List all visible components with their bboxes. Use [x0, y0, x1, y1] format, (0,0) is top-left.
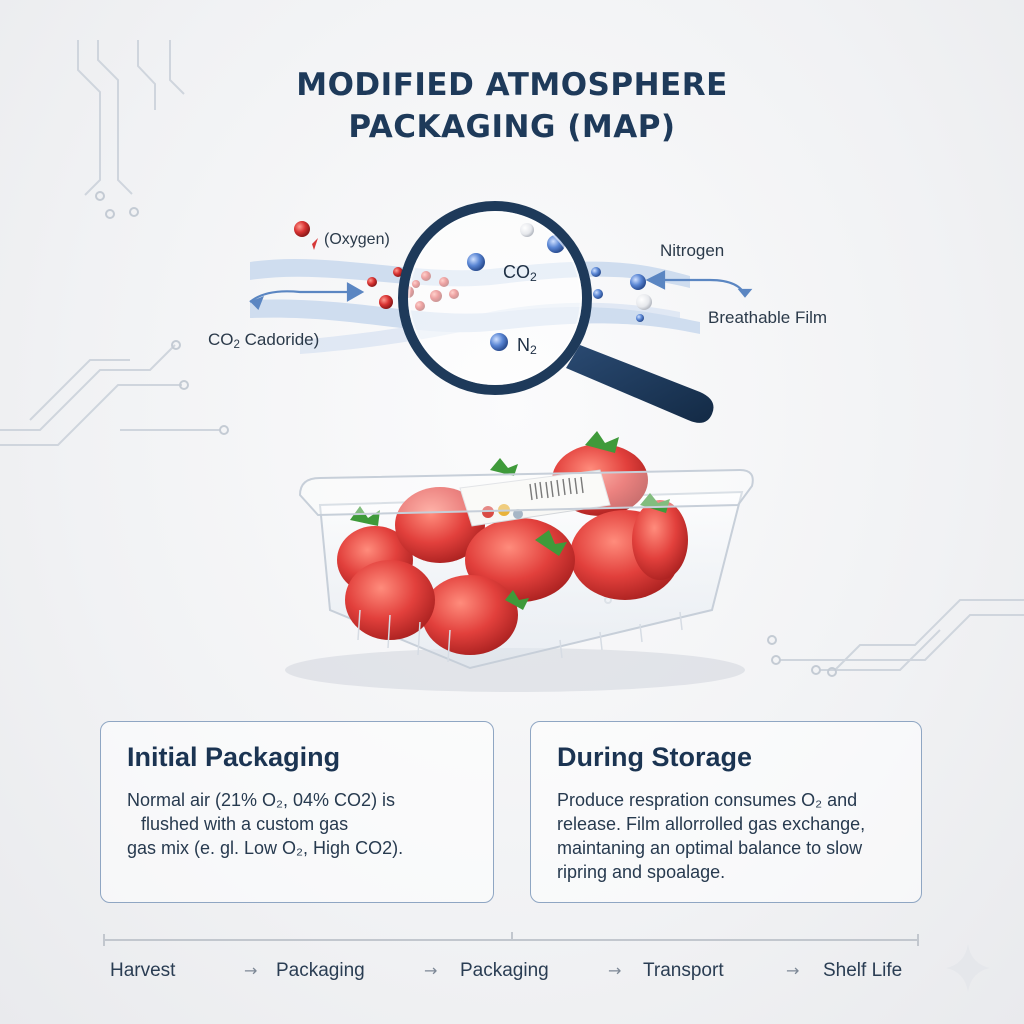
page-title: MODIFIED ATMOSPHERE PACKAGING (MAP) — [212, 64, 812, 148]
initial-packaging-card: Initial Packaging Normal air (21% O₂, 04… — [100, 721, 494, 903]
n2-base: N — [517, 335, 530, 355]
lens-content — [403, 206, 587, 390]
lens-co2-label: CO2 — [503, 262, 537, 284]
during-storage-card: During Storage Produce respration consum… — [530, 721, 922, 903]
timeline-arrow-icon: → — [244, 961, 258, 980]
timeline-step-shelf-life: Shelf Life — [823, 960, 903, 981]
title-line-2: PACKAGING (MAP) — [348, 109, 676, 145]
lens-n2-label: N2 — [517, 335, 537, 357]
card-heading: During Storage — [557, 742, 753, 772]
nitrogen-molecules — [591, 267, 652, 322]
card-body-line: maintaning an optimal balance to slow — [557, 838, 863, 858]
oxygen-label: (Oxygen) — [324, 231, 390, 248]
card-body-line: flushed with a custom gas — [141, 814, 349, 834]
strawberry-container-illustration — [285, 431, 754, 692]
card-body: Normal air (21% O₂, 04% CO2) is flushed … — [127, 788, 482, 860]
card-body-line: gas mix (e. gl. Low O₂, High CO2). — [127, 838, 404, 858]
sparkle-icon — [946, 944, 990, 992]
product-label — [459, 469, 611, 527]
oxygen-arrows — [249, 270, 753, 310]
circuit-decoration — [0, 40, 1024, 671]
co2-base: CO — [503, 262, 530, 282]
card-body: Produce respration consumes O₂ and relea… — [557, 788, 912, 884]
timeline-step-packaging-2: Packaging — [460, 960, 549, 981]
breathable-film-label: Breathable Film — [708, 308, 828, 327]
co2-label-sub: 2 — [233, 338, 240, 351]
nitrogen-label: Nitrogen — [660, 241, 725, 260]
co2-label-base: CO — [208, 330, 234, 349]
strawberries — [337, 444, 688, 655]
card-body-line: release. Film allorrolled gas exchange, — [557, 814, 866, 834]
timeline-line — [103, 932, 919, 946]
timeline-arrow-icon: → — [786, 961, 800, 980]
card-body-line: Normal air (21% O₂, 04% CO2) is — [127, 790, 396, 810]
timeline-step-transport: Transport — [643, 960, 724, 981]
co2-label-rest: Cadoride) — [239, 330, 320, 349]
card-heading: Initial Packaging — [127, 742, 341, 772]
card-body-line: ripring and spoalage. — [557, 862, 726, 882]
timeline-step-packaging-1: Packaging — [276, 960, 365, 981]
magnifier-icon — [398, 201, 714, 423]
timeline-step-harvest: Harvest — [110, 960, 176, 981]
co2-label: CO2 Cadoride) — [208, 330, 319, 351]
timeline-arrow-icon: → — [424, 961, 438, 980]
strawberry-leaves — [350, 431, 670, 610]
n2-sub: 2 — [530, 343, 537, 358]
tray-ribs — [357, 609, 683, 663]
timeline-arrow-icon: → — [608, 961, 622, 980]
card-body-line: Produce respration consumes O₂ and — [557, 790, 858, 810]
title-line-1: MODIFIED ATMOSPHERE — [296, 67, 728, 103]
co2-sub: 2 — [530, 270, 537, 285]
